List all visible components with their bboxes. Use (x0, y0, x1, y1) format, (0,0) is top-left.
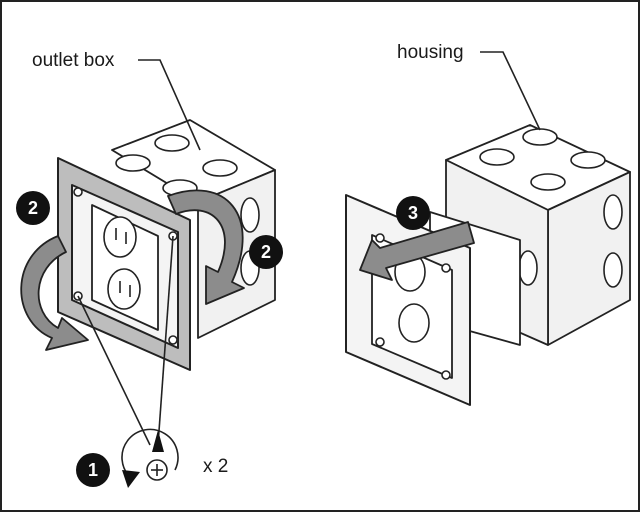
rotate-arrow-left (20, 235, 89, 351)
outlet-box-label: outlet box (32, 50, 115, 71)
housing-leader (480, 51, 541, 131)
slide-arrow (359, 221, 475, 281)
times-two-label: x 2 (203, 456, 228, 477)
left-mounting-plate (57, 157, 191, 371)
rotate-arrow-right (167, 189, 245, 305)
pointer-line-b (157, 235, 174, 446)
step-1-badge: 1 (76, 453, 110, 487)
step-3-badge: 3 (396, 196, 430, 230)
step-2-right-badge: 2 (249, 235, 283, 269)
housing-label: housing (397, 42, 464, 63)
step-2-left-number: 2 (28, 198, 38, 218)
step-2-left-badge: 2 (16, 191, 50, 225)
step-3-number: 3 (408, 203, 418, 223)
step-2-right-number: 2 (261, 242, 271, 262)
step-1-number: 1 (88, 460, 98, 480)
screwdriver-rotation-icon (121, 428, 179, 488)
pointer-line-a (77, 295, 151, 446)
outlet-box-leader (138, 59, 201, 151)
